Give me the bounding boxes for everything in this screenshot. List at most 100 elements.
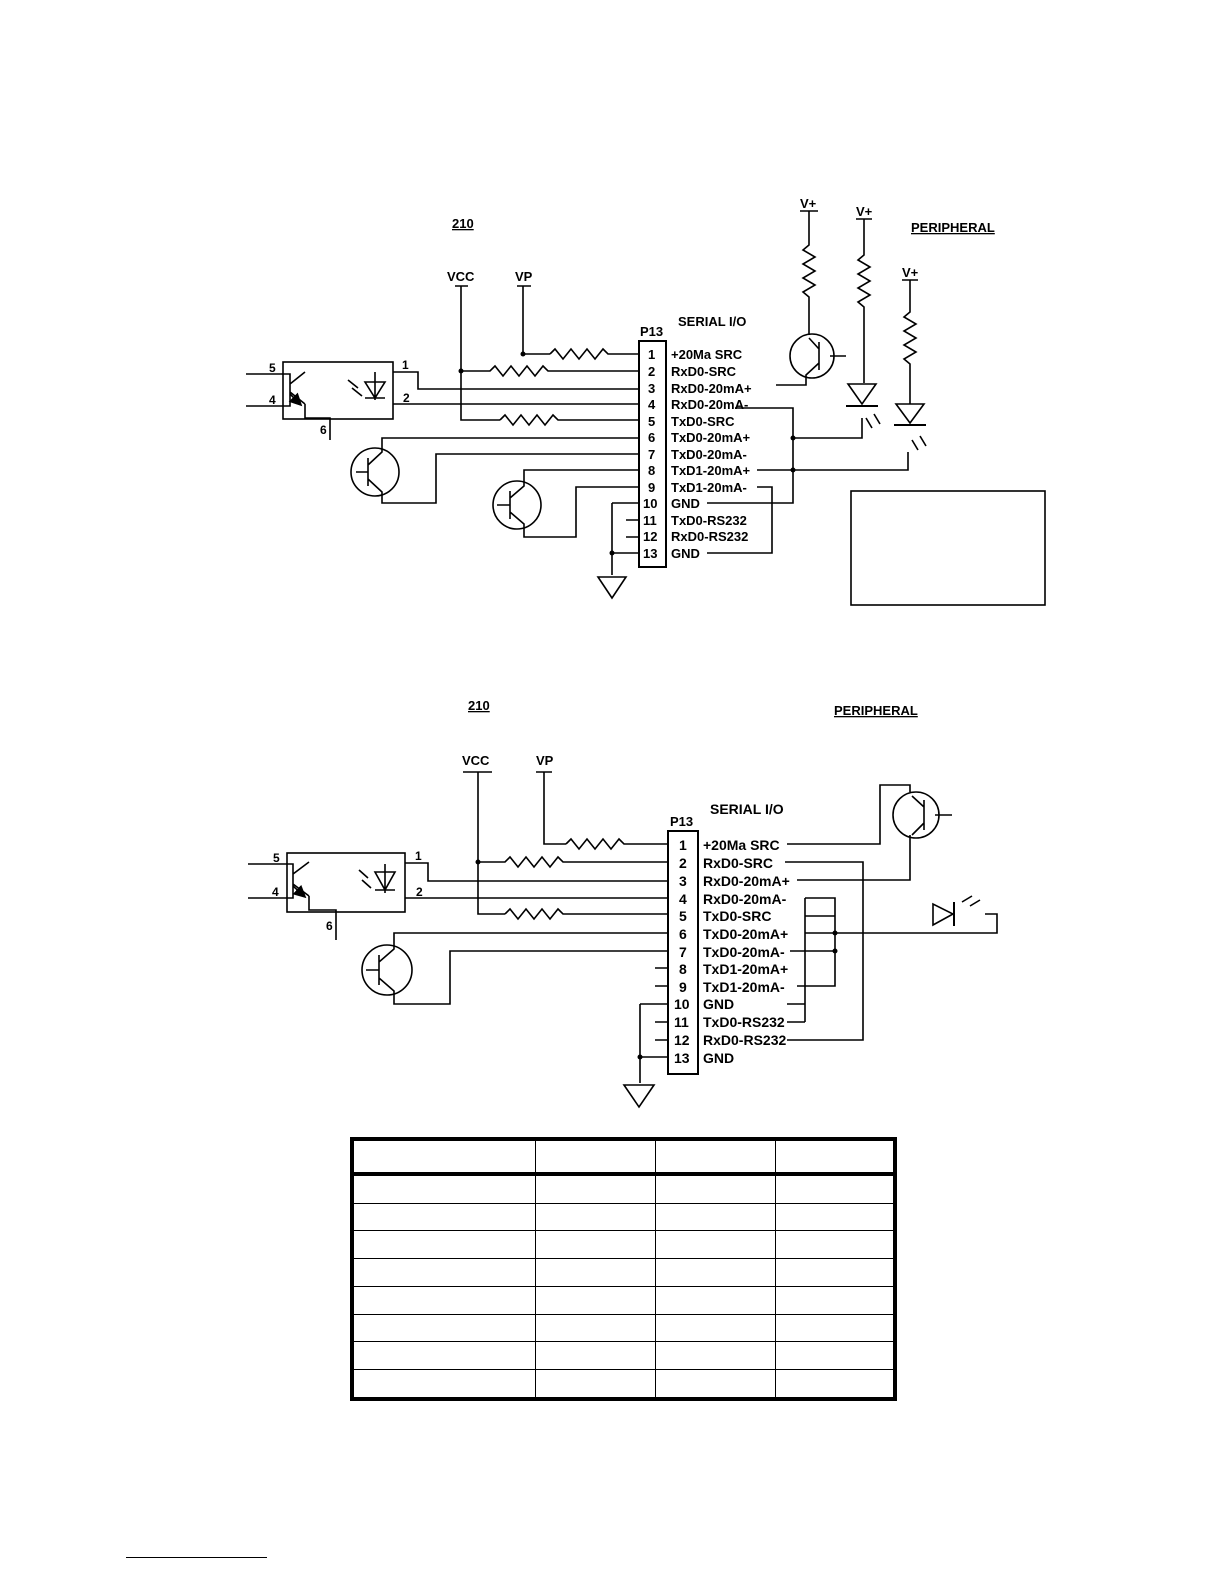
bottom-pin-num: 7: [679, 944, 687, 960]
bottom-gnd-bus: [639, 967, 668, 1083]
table-row: [351, 1341, 896, 1371]
table-cell: [774, 1285, 896, 1315]
bottom-opto-pin-5: 5: [273, 851, 280, 865]
bottom-pin-name: RxD0-RS232: [703, 1032, 786, 1048]
bottom-pin-num: 13: [674, 1050, 690, 1066]
top-pin-list: 1 2 3 4 5 6 7 8 9 10 11 12 13 +20Ma SRC …: [643, 347, 752, 561]
top-pin-name: TxD0-20mA+: [671, 430, 751, 445]
top-pin-num: 12: [643, 529, 657, 544]
bottom-pin-name: TxD0-20mA-: [703, 944, 785, 960]
top-optocoupler: 5 4 6 1 2: [246, 358, 639, 440]
table-row: [351, 1230, 896, 1260]
top-pin-num: 9: [648, 480, 655, 495]
top-transistor-q2: [492, 469, 639, 538]
table-cell: [534, 1173, 656, 1204]
bottom-connector-label: P13: [670, 814, 693, 829]
top-pin-num: 4: [648, 397, 656, 412]
table-cell: [774, 1369, 896, 1400]
bottom-pin-num: 9: [679, 979, 687, 995]
top-peripheral-box: [850, 490, 1046, 606]
table-cell: [654, 1173, 776, 1204]
top-serial-label: SERIAL I/O: [678, 314, 746, 329]
table-cell: [351, 1173, 536, 1204]
bottom-pin-num: 10: [674, 996, 690, 1012]
table-cell: [351, 1369, 536, 1400]
table-cell: [774, 1313, 896, 1343]
table-cell: [351, 1313, 536, 1343]
bottom-resistor-pin1: [565, 837, 668, 851]
top-pin-name: TxD0-20mA-: [671, 447, 747, 462]
bottom-pin-num: 8: [679, 961, 687, 977]
top-pin-num: 13: [643, 546, 657, 561]
table-cell: [654, 1369, 776, 1400]
table-cell: [351, 1230, 536, 1260]
bottom-pin-name: GND: [703, 996, 734, 1012]
bottom-pin-name: RxD0-SRC: [703, 855, 773, 871]
bottom-peripheral-wiring: [785, 784, 998, 1041]
bottom-pin-name: TxD1-20mA+: [703, 961, 788, 977]
table-cell: [534, 1258, 656, 1287]
top-diagram: 210 PERIPHERAL VCC VP SERIAL I/O P13 V+ …: [246, 196, 1046, 606]
bottom-board-label: 210: [468, 698, 490, 713]
top-ground-symbol: [596, 576, 628, 600]
bottom-vp-rail: [536, 771, 566, 845]
table-cell: [351, 1341, 536, 1371]
top-resistor-pin5: [499, 413, 639, 427]
top-opto-pin-6: 6: [320, 423, 327, 437]
bottom-connector-body: [667, 830, 699, 1075]
bottom-ground-symbol: [622, 1084, 656, 1109]
bottom-pin-num: 6: [679, 926, 687, 942]
table-cell: [351, 1258, 536, 1287]
bottom-diagram: 210 PERIPHERAL VCC VP SERIAL I/O P13 1 2…: [248, 698, 998, 1109]
top-pin-num: 7: [648, 447, 655, 462]
table-row: [351, 1313, 896, 1343]
top-vplus-label-3: V+: [902, 265, 919, 280]
top-opto-pin-4: 4: [269, 393, 276, 407]
bottom-opto-pin-4: 4: [272, 885, 279, 899]
bottom-opto-pin-2: 2: [416, 885, 423, 899]
table-cell: [654, 1230, 776, 1260]
table-cell: [774, 1202, 896, 1232]
bottom-pin-name: +20Ma SRC: [703, 837, 780, 853]
table-row: [351, 1258, 896, 1287]
bottom-pin-num: 3: [679, 873, 687, 889]
top-pin-name: RxD0-20mA+: [671, 381, 752, 396]
bottom-pin-num: 2: [679, 855, 687, 871]
bottom-opto-pin-6: 6: [326, 919, 333, 933]
top-pin-name: GND: [671, 496, 700, 511]
bottom-pin-num: 1: [679, 837, 687, 853]
top-opto-pin-2: 2: [403, 391, 410, 405]
table-cell: [534, 1341, 656, 1371]
table-row: [351, 1173, 896, 1204]
table-cell: [654, 1341, 776, 1371]
bottom-pin-list: 1 2 3 4 5 6 7 8 9 10 11 12 13 +20Ma SRC …: [674, 837, 790, 1066]
top-pin-num: 2: [648, 364, 655, 379]
bottom-pin-num: 11: [674, 1014, 689, 1030]
top-pin-num: 6: [648, 430, 655, 445]
table-cell: [654, 1202, 776, 1232]
top-pin-name: RxD0-RS232: [671, 529, 748, 544]
table-cell: [774, 1230, 896, 1260]
bottom-pin-num: 4: [679, 891, 687, 907]
bottom-pin-name: TxD0-SRC: [703, 908, 771, 924]
table-cell: [654, 1313, 776, 1343]
top-vp-rail: [517, 285, 550, 355]
top-pin-num: 1: [648, 347, 655, 362]
bottom-resistor-pin5: [504, 907, 668, 921]
table-cell: [774, 1341, 896, 1371]
bottom-peripheral-transistor: [892, 791, 952, 839]
top-opto-pin-1: 1: [402, 358, 409, 372]
top-transistor-q1: [350, 437, 639, 504]
top-vcc-label: VCC: [447, 269, 475, 284]
top-opto-pin-5: 5: [269, 361, 276, 375]
top-peripheral-led-2: [894, 403, 927, 451]
bottom-pin-num: 12: [674, 1032, 690, 1048]
bottom-optocoupler: 5 4 6 1 2: [248, 849, 668, 940]
top-vp-label: VP: [515, 269, 533, 284]
table-row: [351, 1369, 896, 1400]
bottom-vcc-rail: [463, 771, 505, 915]
bottom-pin-name: TxD1-20mA-: [703, 979, 785, 995]
top-vplus-label-2: V+: [856, 204, 873, 219]
bottom-pin-name: RxD0-20mA-: [703, 891, 787, 907]
